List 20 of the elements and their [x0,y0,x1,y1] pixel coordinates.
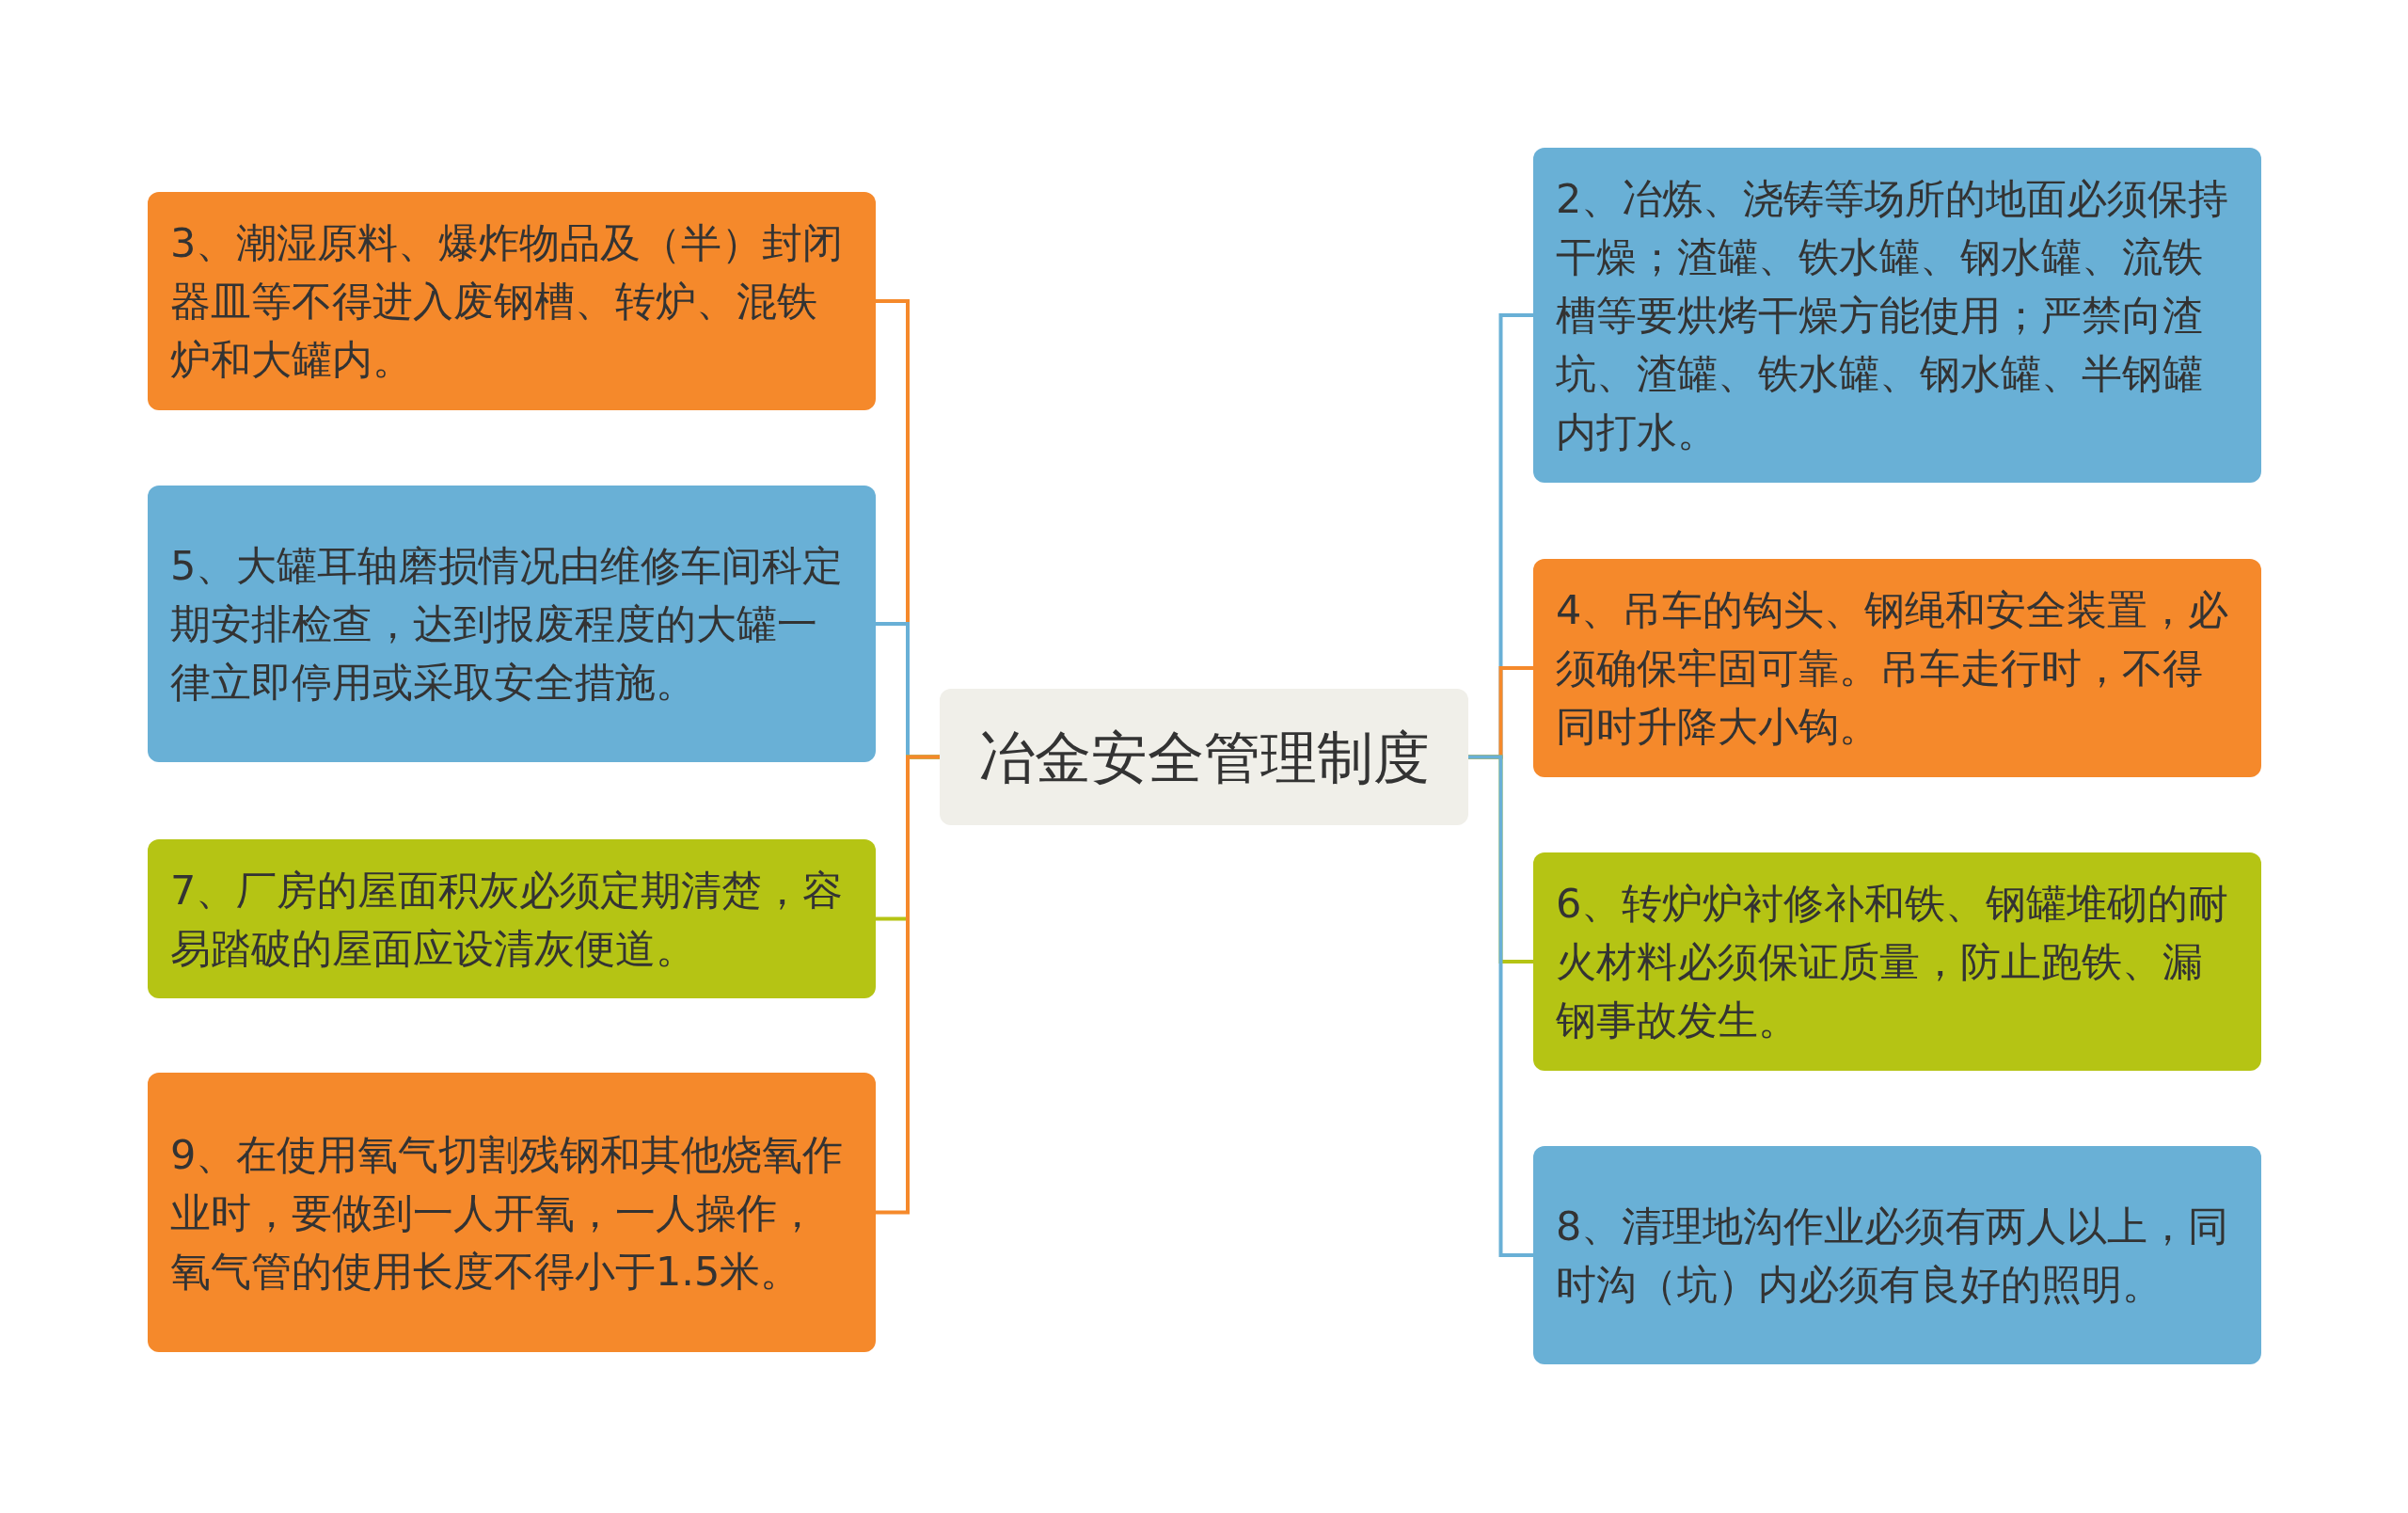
topic-box [1533,559,2261,777]
topic-box [148,192,876,410]
topic-box [148,839,876,998]
topic-text: 8、清理地沟作业必须有两人以上，同时沟（坑）内必须有良好的照明。 [1556,1202,2230,1310]
connector-line [1468,755,1533,1257]
topic-text: 3、潮湿原料、爆炸物品及（半）封闭器皿等不得进入废钢槽、转炉、混铁炉和大罐内。 [170,218,845,385]
topic-box [1533,852,2261,1071]
topic-box [148,486,876,762]
topic-box [1533,1146,2261,1364]
topic-text: 6、转炉炉衬修补和铁、钢罐堆砌的耐火材料必须保证质量，防止跑铁、漏钢事故发生。 [1556,879,2230,1045]
central-topic-box [940,689,1468,825]
connector-line [876,755,940,1215]
topic-title: 冶金安全管理制度 [978,724,1430,790]
topic-box [148,1073,876,1352]
topic-text: 7、厂房的屋面积灰必须定期清楚，容易踏破的屋面应设清灰便道。 [170,865,845,974]
topic-box [1533,148,2261,483]
topic-text: 9、在使用氧气切割残钢和其他烧氧作业时，要做到一人开氧，一人操作，氧气管的使用长度不得小于1.5米。 [170,1129,845,1297]
topic-text: 5、大罐耳轴磨损情况由维修车间科定期安排检查，达到报废程度的大罐一律立即停用或采取安全措施。 [170,541,845,708]
topic-text: 4、吊车的钩头、钢绳和安全装置，必须确保牢固可靠。吊车走行时，不得同时升降大小钩。 [1556,585,2230,752]
topic-text: 2、冶炼、浇铸等场所的地面必须保持干燥；渣罐、铁水罐、钢水罐、流铁槽等要烘烤干燥方能使用；严禁向渣坑、渣罐、铁水罐、钢水罐、半钢罐内打水。 [1556,174,2230,457]
